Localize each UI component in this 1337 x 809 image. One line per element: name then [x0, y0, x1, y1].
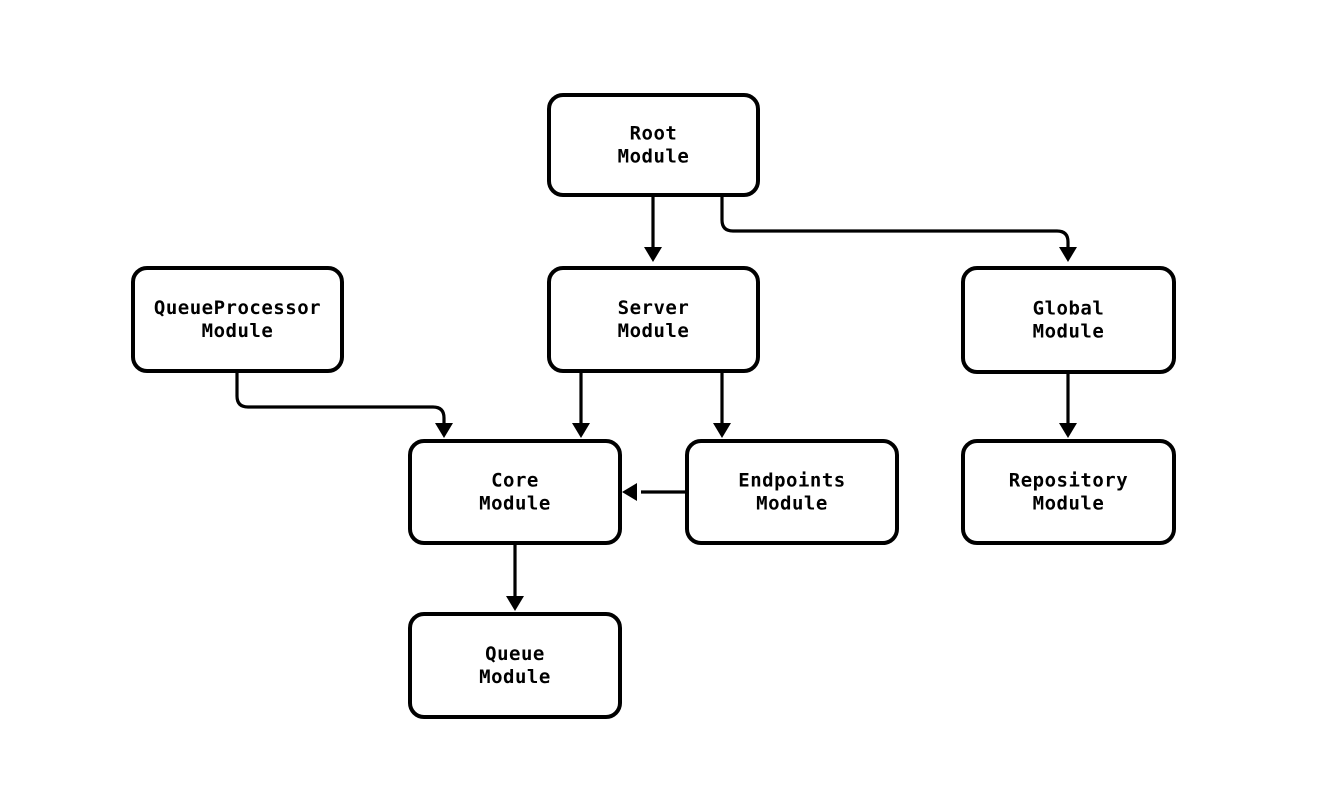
node-box-root[interactable]: [547, 93, 760, 197]
node-label-endpoints-line2: Module: [756, 493, 828, 515]
node-box-server[interactable]: [547, 266, 760, 373]
arrowhead-head-server-endpoints: [713, 423, 731, 438]
node-box-core[interactable]: [408, 439, 622, 545]
edge-layer: [235, 195, 1070, 597]
arrowhead-head-server-core: [572, 423, 590, 438]
node-label-root-line1: Root: [630, 123, 678, 145]
node-box-global[interactable]: [961, 266, 1176, 374]
node-box-endpoints[interactable]: [685, 439, 899, 545]
arrowhead-head-queueprocessor-core: [435, 423, 453, 438]
arrowhead-head-root-global: [1059, 247, 1077, 262]
arrowhead-head-root-server: [644, 247, 662, 262]
arrowhead-head-endpoints-core: [622, 483, 637, 501]
arrowhead-head-core-queue: [506, 596, 524, 611]
arrowhead-head-global-repository: [1059, 423, 1077, 438]
node-label-queueprocessor-line1: QueueProcessor: [154, 297, 321, 319]
node-box-queueprocessor[interactable]: [131, 266, 344, 373]
node-label-global-line1: Global: [1033, 298, 1105, 320]
node-layer: RootModuleQueueProcessorModuleServerModu…: [131, 93, 1176, 719]
node-label-core-line1: Core: [491, 470, 539, 492]
node-label-server-line2: Module: [618, 320, 690, 342]
node-label-endpoints-line1: Endpoints: [738, 470, 845, 492]
node-label-root-line2: Module: [618, 146, 690, 168]
node-label-global-line2: Module: [1033, 321, 1105, 343]
edge-root-to-global: [720, 195, 1070, 248]
node-label-repository-line1: Repository: [1009, 470, 1128, 492]
node-label-queueprocessor-line2: Module: [202, 320, 274, 342]
node-label-server-line1: Server: [618, 297, 690, 319]
node-label-core-line2: Module: [479, 493, 551, 515]
node-box-repository[interactable]: [961, 439, 1176, 545]
node-label-queue-line2: Module: [479, 666, 551, 688]
edge-queueprocessor-to-core: [235, 371, 446, 424]
arrowhead-layer: [435, 247, 1077, 611]
node-label-queue-line1: Queue: [485, 643, 545, 665]
node-label-repository-line2: Module: [1033, 493, 1105, 515]
node-box-queue[interactable]: [408, 612, 622, 719]
